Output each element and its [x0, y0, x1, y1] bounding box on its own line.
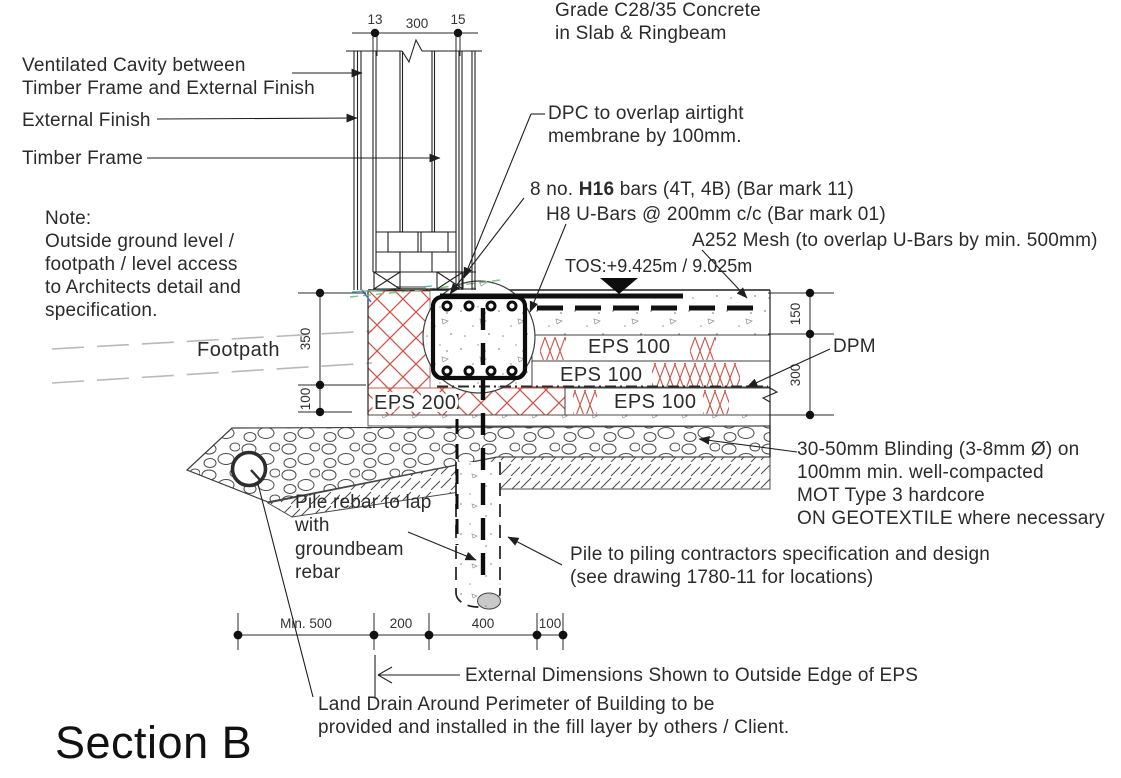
- svg-text:footpath / level access: footpath / level access: [45, 254, 238, 275]
- dim-top-span: 300: [406, 16, 429, 31]
- timber-frame-wall: [346, 38, 482, 290]
- dim-bottom-4: 100: [539, 616, 562, 631]
- annotations: Grade C28/35 Concrete in Slab & Ringbeam…: [22, 0, 1105, 768]
- dim-top-left: 13: [367, 12, 382, 27]
- svg-text:Timber Frame and External Fini: Timber Frame and External Finish: [22, 78, 315, 99]
- concrete-grade-note: Grade C28/35 Concrete: [555, 0, 761, 21]
- external-dims-arrow: [374, 655, 460, 697]
- external-finish-label: External Finish: [22, 110, 151, 131]
- pile-spec-note: Pile to piling contractors specification…: [570, 544, 990, 565]
- h8-ubars-note: H8 U-Bars @ 200mm c/c (Bar mark 01): [546, 204, 886, 225]
- external-dims-note: External Dimensions Shown to Outside Edg…: [465, 665, 918, 686]
- right-dimension: 150 300: [768, 288, 834, 420]
- land-drain-note: Land Drain Around Perimeter of Building …: [318, 694, 715, 715]
- dim-right-lower: 300: [788, 364, 803, 387]
- dim-left-upper: 350: [298, 328, 313, 351]
- dpm-label: DPM: [833, 336, 876, 357]
- vent-cavity-label: Ventilated Cavity between: [22, 55, 246, 76]
- bottom-dimension: Min. 500 200 400 100: [233, 613, 568, 650]
- svg-text:groundbeam: groundbeam: [295, 539, 404, 560]
- tos-level-marker: [600, 278, 638, 294]
- land-drain: [230, 450, 268, 488]
- eps100-top-label: EPS 100: [588, 336, 670, 358]
- ringbeam-reinforcement: [430, 294, 528, 381]
- dim-bottom-2: 200: [390, 616, 413, 631]
- dim-right-upper: 150: [788, 303, 803, 326]
- pile-rebar-note: Pile rebar to lap: [295, 492, 431, 513]
- eps100-bottom-label: EPS 100: [614, 391, 696, 413]
- svg-text:ON GEOTEXTILE where necessary: ON GEOTEXTILE where necessary: [797, 508, 1105, 529]
- svg-text:100mm min. well-compacted: 100mm min. well-compacted: [797, 462, 1044, 483]
- svg-text:with: with: [294, 515, 330, 536]
- section-title: Section B: [55, 717, 252, 768]
- pile: [455, 462, 501, 610]
- footpath-label: Footpath: [197, 339, 280, 361]
- svg-text:MOT Type 3 hardcore: MOT Type 3 hardcore: [797, 485, 985, 506]
- dim-left-lower: 100: [298, 388, 313, 411]
- dim-bottom-1: Min. 500: [280, 616, 332, 631]
- eps-bands: [531, 334, 771, 416]
- svg-text:specification.: specification.: [45, 300, 158, 321]
- hardcore-layer: [185, 425, 771, 518]
- svg-text:provided and installed in the: provided and installed in the fill layer…: [318, 717, 789, 738]
- svg-text:to Architects detail and: to Architects detail and: [45, 277, 241, 298]
- footpath-lines: [51, 330, 373, 384]
- a252-mesh-note: A252 Mesh (to overlap U-Bars by min. 500…: [692, 230, 1098, 251]
- top-dimension: 13 300 15: [352, 12, 478, 56]
- leader-lines: [147, 68, 831, 698]
- eps200-label: EPS 200: [374, 392, 456, 414]
- svg-text:membrane by 100mm.: membrane by 100mm.: [548, 126, 742, 147]
- tos-level-label: TOS:+9.425m / 9.025m: [565, 256, 752, 276]
- eps100-mid-label: EPS 100: [560, 364, 642, 386]
- svg-text:Outside ground level /: Outside ground level /: [45, 231, 235, 252]
- blinding-note: 30-50mm Blinding (3-8mm Ø) on: [797, 439, 1079, 460]
- svg-text:rebar: rebar: [295, 562, 341, 583]
- groundbeam-and-slab: [349, 279, 779, 588]
- dim-bottom-3: 400: [472, 616, 495, 631]
- dim-top-right: 15: [450, 12, 465, 27]
- svg-text:in Slab & Ringbeam: in Slab & Ringbeam: [555, 23, 727, 44]
- svg-text:(see drawing 1780-11 for locat: (see drawing 1780-11 for locations): [570, 567, 873, 588]
- h16-bars-note: 8 no. H16 bars (4T, 4B) (Bar mark 11): [530, 179, 854, 200]
- timber-frame-label: Timber Frame: [22, 148, 143, 169]
- dpc-note: DPC to overlap airtight: [548, 103, 744, 124]
- left-dimension: 350 100: [298, 288, 366, 417]
- general-note: Note:: [45, 208, 91, 229]
